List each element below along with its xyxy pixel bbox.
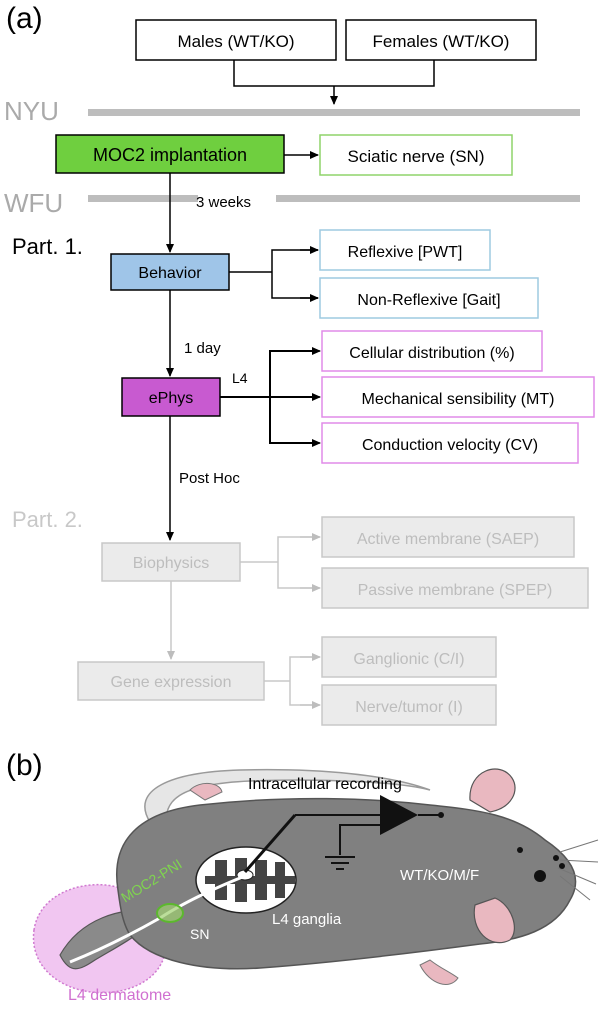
ephys-level-label: L4 [232, 370, 248, 386]
panel-a: (a) Males (WT/KO) Females (WT/KO) NYU MO… [4, 2, 595, 726]
dermatome-label: L4 dermatome [68, 987, 171, 1004]
gene-outcome-box-1 [321, 636, 497, 678]
implant-target-label: Sciatic nerve (SN) [348, 147, 485, 166]
biophysics-outcome-box-2 [321, 567, 589, 609]
biophysics-outcome-2: Passive membrane (SPEP) [358, 582, 553, 599]
mouse-body-illustration [116, 797, 577, 970]
ganglia-label: L4 ganglia [272, 911, 342, 928]
biophysics-label: Biophysics [133, 555, 209, 572]
panel-b-label: (b) [6, 749, 43, 782]
recording-label: Intracellular recording [248, 776, 402, 793]
gene-label: Gene expression [111, 674, 232, 691]
interval-2-label: 1 day [184, 340, 221, 357]
ear-lower-illustration [473, 897, 515, 944]
females-box [345, 19, 537, 61]
interval-3-label: Post Hoc [179, 470, 240, 487]
gene-branch [264, 656, 318, 706]
ephys-outcome-box-2 [321, 376, 595, 418]
interval-1-label: 3 weeks [196, 194, 251, 211]
behavior-outcome-1: Reflexive [PWT] [348, 244, 463, 261]
vertebrae-illustration [205, 858, 295, 902]
males-box [135, 19, 337, 61]
females-box-label: Females (WT/KO) [373, 32, 510, 51]
electrode-illustration [243, 814, 297, 873]
behavior-outcome-2: Non-Reflexive [Gait] [357, 292, 500, 309]
front-paw-illustration [419, 959, 459, 985]
ear-upper-illustration [469, 768, 516, 813]
eye-illustration [534, 870, 546, 882]
behavior-branch [229, 249, 318, 299]
panel-a-label: (a) [6, 2, 43, 35]
part2-label: Part. 2. [12, 507, 83, 532]
gene-outcome-box-2 [321, 684, 497, 726]
whisker-dot [517, 847, 523, 853]
biophysics-outcome-1: Active membrane (SAEP) [357, 531, 539, 548]
males-box-label: Males (WT/KO) [177, 32, 294, 51]
ephys-outcome-2: Mechanical sensibility (MT) [362, 391, 555, 408]
gene-outcome-1: Ganglionic (C/I) [353, 651, 464, 668]
amplifier-icon [380, 795, 418, 835]
biophysics-outcome-box-1 [321, 516, 575, 558]
sn-label: SN [190, 926, 209, 942]
back-paw-illustration [189, 783, 223, 801]
site-wfu-label: WFU [4, 188, 63, 218]
part1-label: Part. 1. [12, 234, 83, 259]
merge-connector [233, 60, 435, 104]
ephys-outcome-box-1 [321, 330, 543, 372]
behavior-label: Behavior [138, 265, 202, 282]
ephys-label: ePhys [149, 390, 193, 407]
site-nyu-label: NYU [4, 96, 59, 126]
ground-wire [339, 824, 380, 855]
nyu-divider [88, 109, 580, 116]
implant-label: MOC2 implantation [93, 145, 247, 165]
biophysics-branch [240, 536, 318, 589]
ephys-outcome-box-3 [321, 422, 579, 464]
wfu-divider-left [88, 195, 198, 202]
behavior-outcome-box-2 [319, 277, 539, 319]
whiskers-illustration [557, 839, 599, 901]
ephys-outcome-3: Conduction velocity (CV) [362, 437, 538, 454]
behavior-outcome-box-1 [319, 229, 491, 271]
output-node [438, 812, 444, 818]
moc2-tumor-illustration [156, 903, 184, 923]
whisker-dot [553, 855, 559, 861]
implant-target-box [319, 134, 513, 176]
panel-b: (b) [6, 749, 599, 1004]
whisker-dot [559, 863, 565, 869]
genotype-label: WT/KO/M/F [400, 867, 479, 884]
gene-outcome-2: Nerve/tumor (I) [355, 699, 463, 716]
wfu-divider-right [276, 195, 580, 202]
ephys-outcome-1: Cellular distribution (%) [349, 345, 514, 362]
